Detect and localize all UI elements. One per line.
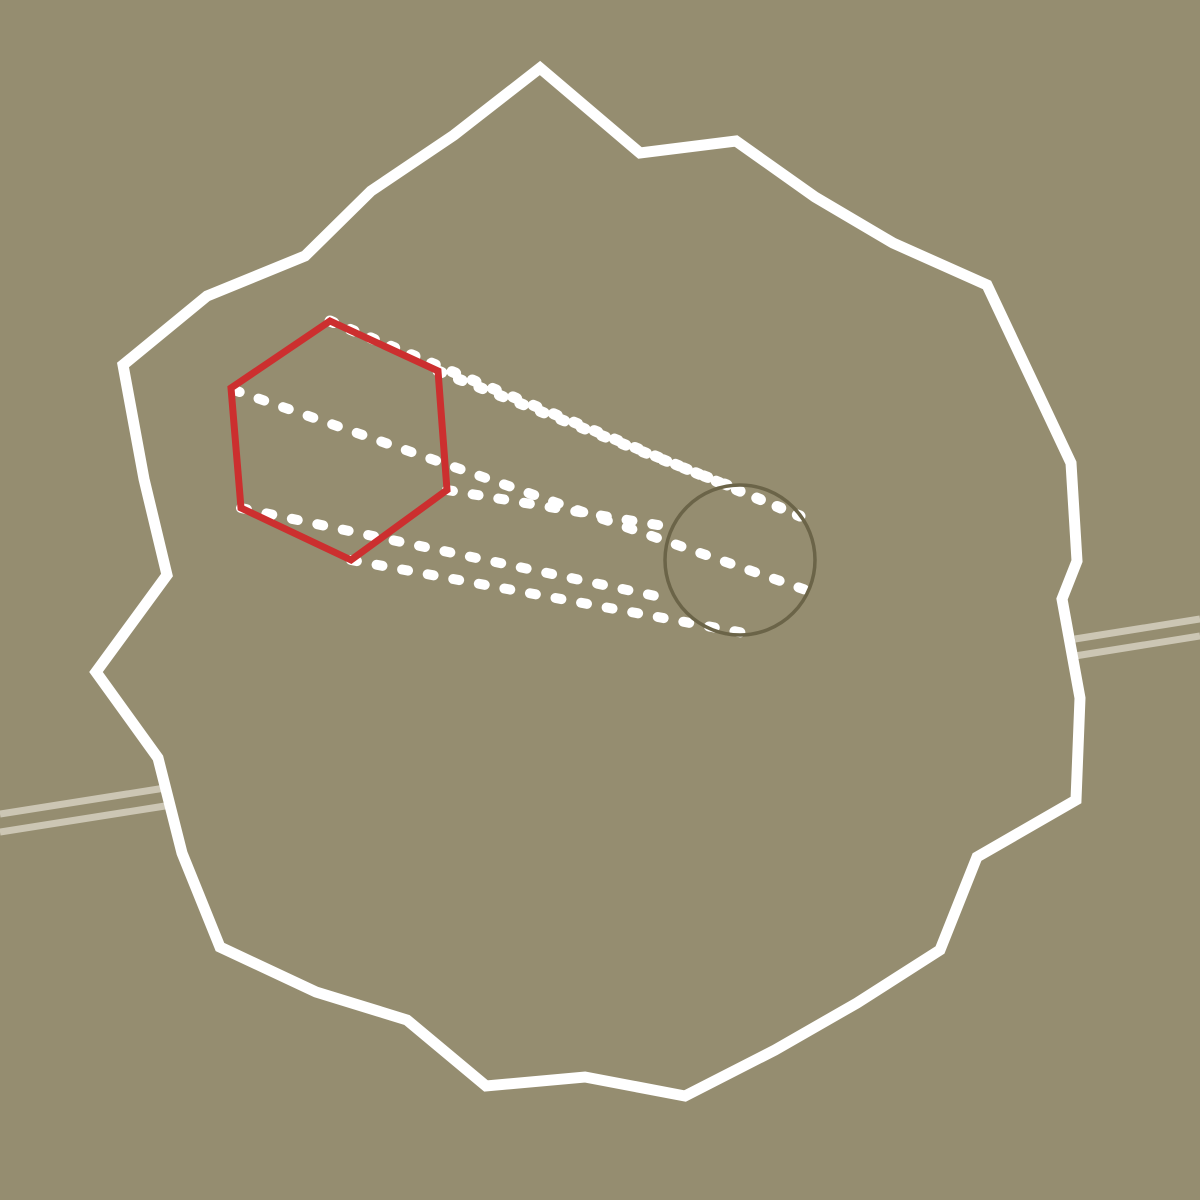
boundary-polygon bbox=[89, 60, 1086, 1102]
circle-outline bbox=[663, 483, 817, 637]
dotted-line-bottom bbox=[346, 555, 749, 638]
dotted-line-upper bbox=[432, 365, 733, 491]
road-right bbox=[1074, 615, 1200, 660]
dotted-line-middle bbox=[229, 385, 811, 595]
hexagon-outline bbox=[227, 316, 451, 565]
dotted-line-inner bbox=[442, 485, 675, 532]
dotted-line-lower bbox=[236, 503, 670, 603]
road-left bbox=[0, 784, 166, 836]
